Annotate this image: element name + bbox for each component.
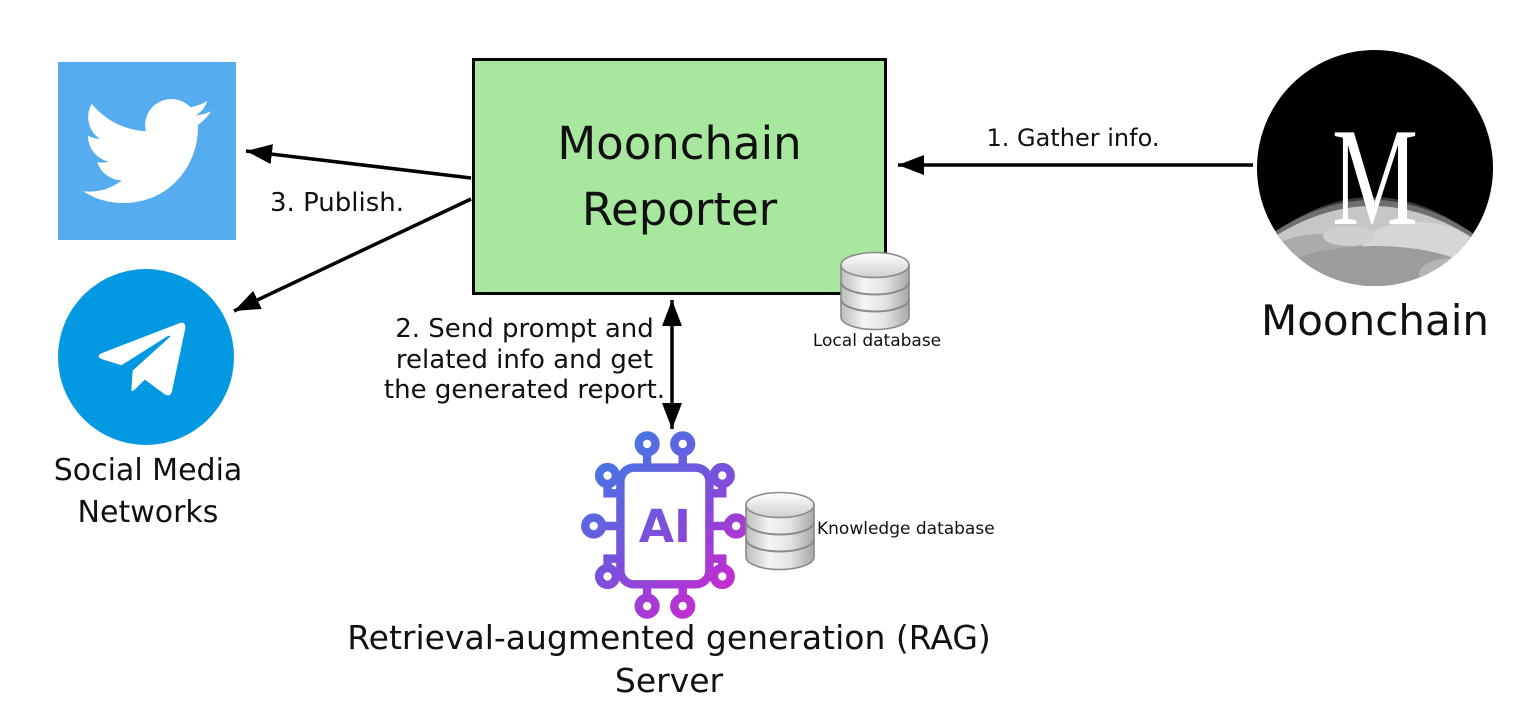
local-database-label: Local database [812,331,942,351]
rag-server-label: Retrieval-augmented generation (RAG) Ser… [333,617,1005,703]
social-media-label-line1: Social Media [53,453,243,488]
twitter-tile [58,62,236,240]
social-media-label-line2: Networks [77,495,219,530]
telegram-disc [58,269,234,445]
gather-info-label: 1. Gather info. [986,124,1160,152]
local-database-icon [840,251,910,331]
twitter-bird-icon [83,98,211,204]
send-prompt-line3: the generated report. [383,375,666,406]
send-prompt-line1: 2. Send prompt and [395,314,654,344]
social-media-label: Social Media Networks [18,450,278,534]
send-prompt-line2: related info and get [395,344,654,375]
moonchain-moon-logo: M [1257,50,1493,286]
telegram-plane-icon [98,322,186,396]
arrow-publish-twitter [245,144,472,180]
ai-chip-icon: AI [581,431,748,619]
moonchain-label: Moonchain [1261,296,1489,345]
reporter-title-line2: Reporter [581,182,778,236]
send-prompt-label: 2. Send prompt and related info and get … [382,314,667,406]
knowledge-database-label: Knowledge database [817,519,995,539]
knowledge-database-icon [745,491,815,571]
reporter-title-line1: Moonchain [557,117,802,171]
rag-server-line1: Retrieval-augmented generation (RAG) [347,618,991,657]
publish-label: 3. Publish. [270,188,405,218]
rag-server-line2: Server [614,660,724,700]
moonchain-reporter-box: Moonchain Reporter [472,58,887,295]
ai-chip-label: AI [639,500,691,553]
moonchain-monogram: M [1332,100,1418,255]
